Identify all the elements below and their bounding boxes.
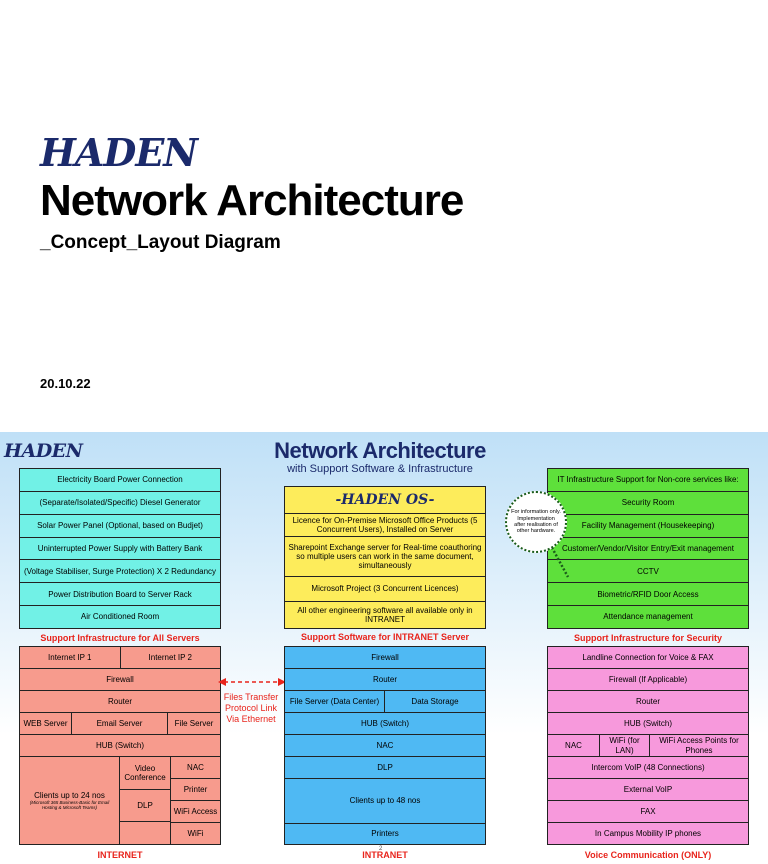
security-item: Security Room — [548, 491, 748, 515]
software-item: Sharepoint Exchange server for Real-time… — [285, 537, 485, 577]
ftp-link-label: Files Transfer Protocol Link Via Etherne… — [223, 692, 279, 724]
voice-wifi-ap: WiFi Access Points for Phones — [650, 735, 748, 756]
software-label: Support Software for INTRANET Server — [300, 632, 470, 642]
architecture-slide: HADEN Network Architecture with Support … — [0, 432, 768, 864]
voice-router: Router — [548, 691, 748, 713]
intranet-stack: Firewall Router File Server (Data Center… — [284, 646, 486, 845]
security-stack: IT Infrastructure Support for Non-core s… — [547, 468, 749, 629]
internet-printer: Printer — [171, 779, 220, 801]
video-conference: Video Conference — [120, 757, 170, 790]
internet-clients: Clients up to 24 nos (Microsoft 365 Busi… — [20, 757, 120, 844]
intranet-hub: HUB (Switch) — [285, 713, 485, 735]
security-item: CCTV — [548, 560, 748, 584]
voice-wifi-lan: WiFi (for LAN) — [600, 735, 650, 756]
power-item: (Separate/Isolated/Specific) Diesel Gene… — [20, 491, 220, 515]
page-number: 2 — [379, 846, 383, 852]
voice-label: Voice Communication (ONLY) — [584, 850, 712, 860]
security-item: Biometric/RFID Door Access — [548, 583, 748, 607]
intranet-nac: NAC — [285, 735, 485, 757]
voice-stack: Landline Connection for Voice & FAX Fire… — [547, 646, 749, 845]
cover-subtitle: _Concept_Layout Diagram — [40, 232, 281, 253]
cover-logo: HADEN — [40, 130, 198, 175]
internet-ip2: Internet IP 2 — [120, 647, 220, 668]
voice-nac: NAC — [548, 735, 600, 756]
intranet-storage: Data Storage — [385, 691, 485, 712]
email-server: Email Server — [72, 713, 168, 734]
clients-note: (Microsoft 365 Business-Basic for Email … — [29, 799, 110, 811]
internet-router: Router — [20, 691, 220, 713]
power-item: Uninterrupted Power Supply with Battery … — [20, 537, 220, 561]
software-item: All other engineering software all avail… — [285, 602, 485, 628]
internet-ip1: Internet IP 1 — [20, 647, 121, 668]
intranet-dlp: DLP — [285, 757, 485, 779]
intranet-printers: Printers — [285, 824, 485, 844]
security-item: IT Infrastructure Support for Non-core s… — [548, 469, 748, 492]
intranet-clients: Clients up to 48 nos — [285, 779, 485, 824]
internet-stack: Internet IP 1 Internet IP 2 Firewall Rou… — [19, 646, 221, 845]
ftp-link-arrow — [218, 678, 286, 686]
internet-wifi: WiFi — [171, 823, 220, 844]
slide-title: Network Architecture — [274, 438, 486, 463]
file-server: File Server — [168, 713, 220, 734]
internet-hub: HUB (Switch) — [20, 735, 220, 757]
power-item: Power Distribution Board to Server Rack — [20, 583, 220, 607]
internet-label: INTERNET — [97, 850, 143, 860]
info-note: For information only. Implementation aft… — [505, 491, 567, 553]
power-item: Solar Power Panel (Optional, based on Bu… — [20, 514, 220, 538]
external-voip: External VoIP — [548, 779, 748, 801]
intranet-label: INTRANET — [362, 850, 408, 860]
voice-firewall: Firewall (If Applicable) — [548, 669, 748, 691]
security-item: Attendance management — [548, 606, 748, 629]
clients-label: Clients up to 24 nos — [34, 790, 105, 800]
mobility-phones: In Campus Mobility IP phones — [548, 823, 748, 844]
slide-logo: HADEN — [4, 440, 83, 462]
security-item: Facility Management (Housekeeping) — [548, 514, 748, 538]
internet-wifi-access: WiFi Access — [171, 801, 220, 823]
cover-date: 20.10.22 — [40, 376, 91, 391]
web-server: WEB Server — [20, 713, 72, 734]
intranet-router: Router — [285, 669, 485, 691]
security-label: Support Infrastructure for Security — [573, 633, 723, 643]
internet-firewall: Firewall — [20, 669, 220, 691]
internet-nac: NAC — [171, 757, 220, 779]
intranet-file-server: File Server (Data Center) — [285, 691, 385, 712]
power-infra-label: Support Infrastructure for All Servers — [40, 633, 200, 643]
cover-title: Network Architecture — [40, 176, 464, 225]
software-item: Licence for On-Premise Microsoft Office … — [285, 514, 485, 537]
power-item: (Voltage Stabiliser, Surge Protection) X… — [20, 560, 220, 584]
security-item: Customer/Vendor/Visitor Entry/Exit manag… — [548, 537, 748, 561]
voice-hub: HUB (Switch) — [548, 713, 748, 735]
slide-subtitle: with Support Software & Infrastructure — [287, 463, 473, 475]
power-item: Electricity Board Power Connection — [20, 469, 220, 492]
landline: Landline Connection for Voice & FAX — [548, 647, 748, 669]
software-stack: -HADEN OS- Licence for On-Premise Micros… — [284, 486, 486, 629]
power-infra-stack: Electricity Board Power Connection (Sepa… — [19, 468, 221, 629]
internet-blank — [120, 822, 170, 844]
cover-slide: HADEN Network Architecture _Concept_Layo… — [40, 130, 465, 391]
internet-dlp: DLP — [120, 789, 170, 822]
haden-os-title: -HADEN OS- — [285, 487, 485, 514]
intranet-firewall: Firewall — [285, 647, 485, 669]
voice-fax: FAX — [548, 801, 748, 823]
software-item: Microsoft Project (3 Concurrent Licences… — [285, 577, 485, 602]
power-item: Air Conditioned Room — [20, 606, 220, 629]
intercom-voip: Intercom VoIP (48 Connections) — [548, 757, 748, 779]
